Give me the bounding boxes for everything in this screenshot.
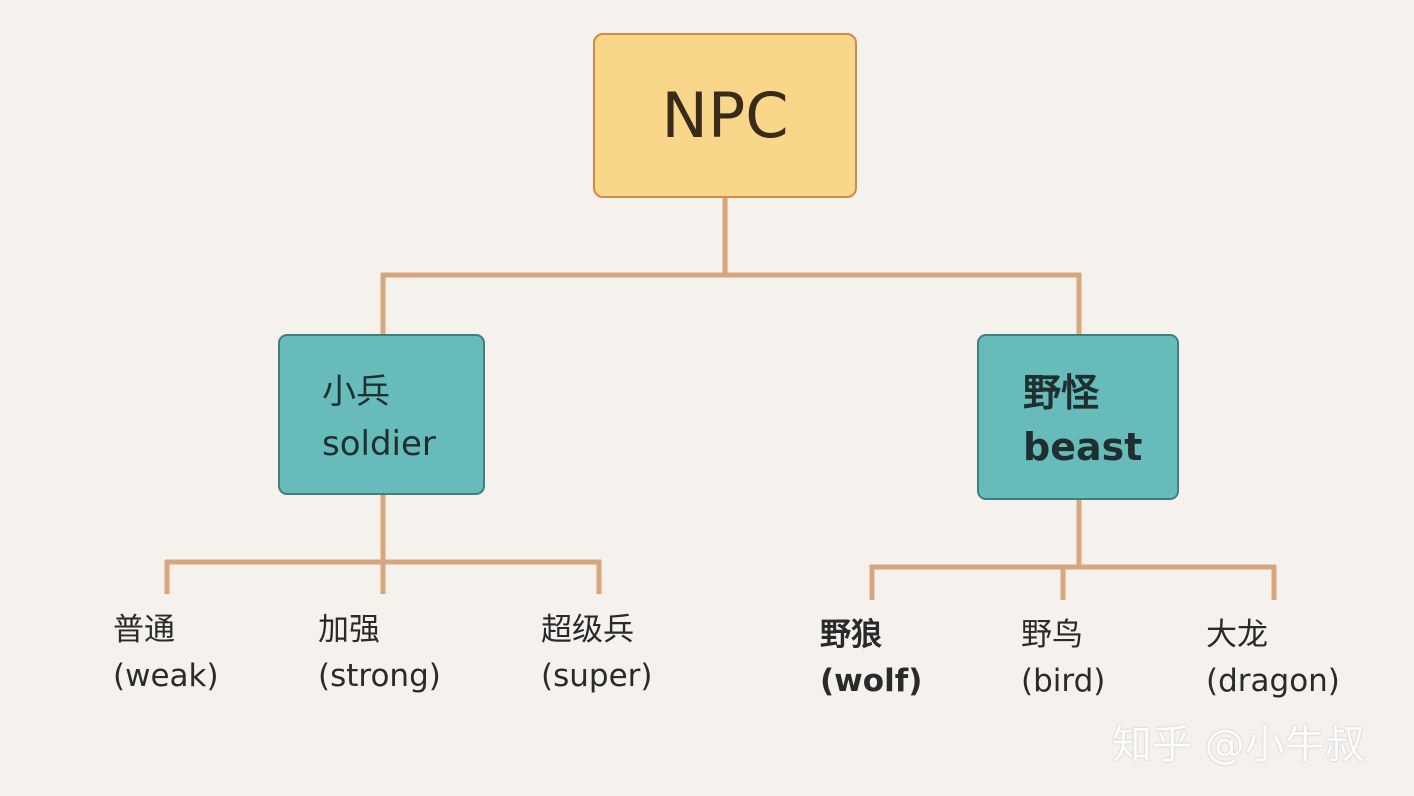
soldier-label-cn: 小兵 — [322, 372, 390, 412]
leaf-strong: 加强 (strong) — [318, 607, 441, 699]
leaf-super: 超级兵 (super) — [541, 607, 652, 699]
leaf-dragon: 大龙 (dragon) — [1206, 612, 1340, 704]
leaf-weak-en: (weak) — [113, 658, 219, 694]
leaf-super-en: (super) — [541, 658, 653, 694]
beast-label-en: beast — [1023, 425, 1143, 469]
leaf-strong-en: (strong) — [318, 658, 441, 694]
beast-node: 野怪 beast — [977, 334, 1179, 500]
leaf-dragon-cn: 大龙 — [1206, 617, 1268, 653]
beast-label-cn: 野怪 — [1023, 371, 1100, 415]
leaf-dragon-en: (dragon) — [1206, 663, 1340, 699]
leaf-super-cn: 超级兵 — [541, 612, 634, 648]
npc-root-label: NPC — [661, 79, 789, 152]
leaf-strong-cn: 加强 — [318, 612, 380, 648]
leaf-bird-en: (bird) — [1021, 663, 1106, 699]
leaf-wolf: 野狼 (wolf) — [820, 612, 922, 704]
npc-root-node: NPC — [593, 33, 857, 198]
leaf-wolf-en: (wolf) — [820, 663, 923, 699]
soldier-label-en: soldier — [322, 424, 436, 464]
leaf-wolf-cn: 野狼 — [820, 617, 882, 653]
soldier-node: 小兵 soldier — [278, 334, 485, 495]
leaf-weak: 普通 (weak) — [113, 607, 219, 699]
leaf-weak-cn: 普通 — [113, 612, 175, 648]
watermark: 知乎 @小牛叔 — [1112, 722, 1365, 768]
leaf-bird-cn: 野鸟 — [1021, 617, 1083, 653]
leaf-bird: 野鸟 (bird) — [1021, 612, 1105, 704]
